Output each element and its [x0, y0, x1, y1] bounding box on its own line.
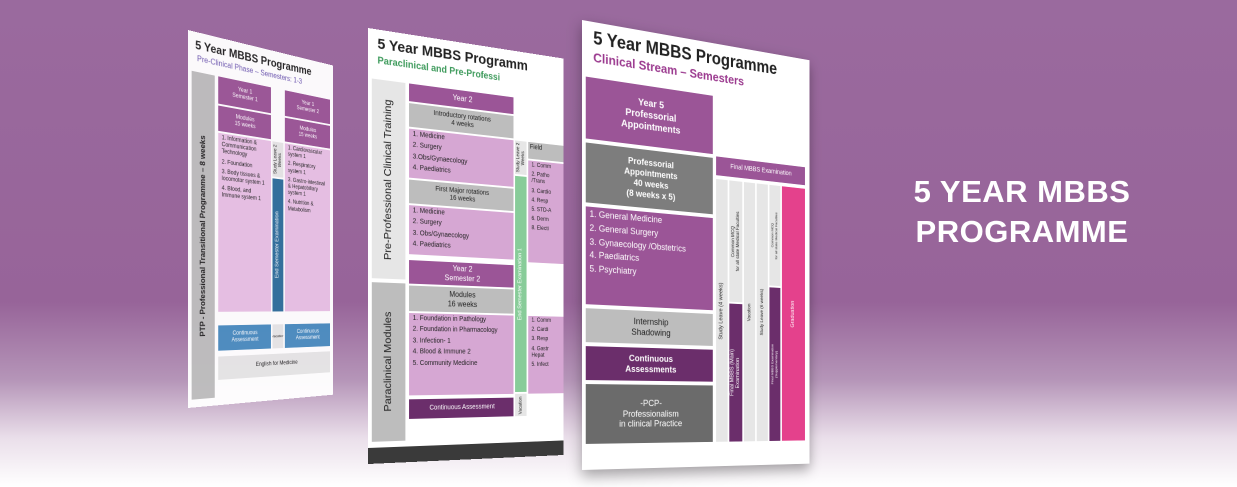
vacation-label: Vacation — [743, 182, 756, 442]
study-leave-4-weeks: Study Leave (4 weeks) — [716, 178, 728, 442]
module-list-right: 1. Comm 2. Cardi 3. Resp 4. Gastr Hepat 5. I… — [528, 315, 564, 394]
study-leave-label: Study Leave 2 Weeks — [515, 140, 527, 176]
list-item: 2. Patho /Trans — [531, 172, 550, 186]
sem1-module-list: 1. Information & Communication Technolog… — [218, 132, 271, 312]
list-item: 4. Blood & Immune 2 — [412, 348, 471, 356]
list-item: 5. STD-A — [531, 206, 552, 214]
pcp-professionalism: -PCP- Professionalism in clinical Practi… — [585, 384, 713, 444]
list-item: 2. Cardi — [531, 327, 549, 334]
list-item: 1. Foundation in Pathology — [412, 315, 487, 324]
list-item: 4. Resp — [531, 197, 549, 205]
list-item: 4. Blood, and Immune system 1 — [221, 185, 261, 203]
field-header: Field — [528, 141, 564, 163]
list-item: 1. Information & Communication Technolog… — [221, 135, 257, 159]
headline-line-1: 5 YEAR MBBS — [913, 174, 1131, 209]
internship-shadowing: Internship Shadowing — [585, 308, 713, 346]
year5-header: Year 5 Professorial Appointments — [585, 76, 713, 155]
final-mbbs-main-exam: Final MBBS (Main) Examination — [729, 303, 743, 442]
end-semester-exam: End Semester Examination — [272, 178, 284, 312]
list-item: 4. Nutrition & Metabolism — [287, 199, 314, 214]
paraclinical-side-label: Paraclinical Modules — [371, 282, 406, 442]
final-mbbs-supplementary: Final MBBS Examination (Supplementary) — [769, 287, 781, 441]
continuous-assessments: Continuous Assessments — [585, 346, 713, 382]
list-item: 3. Resp — [531, 336, 549, 343]
headline-line-2: PROGRAMME — [915, 214, 1129, 249]
list-item: 2. Respiratory system 1 — [287, 161, 316, 176]
year2-sem2-header: Year 2 Semester 2 — [409, 260, 514, 288]
ptp-side-label: PTP - Professional Transitional Programm… — [191, 70, 215, 400]
list-item: 5. Infect — [531, 362, 549, 368]
continuous-assessment-2: Continuous Assessment — [284, 323, 331, 348]
end-semester-exam-1: End Semester Examination 1 — [515, 175, 527, 393]
english-for-medicine: English for Medicine — [218, 351, 331, 380]
headline: 5 YEAR MBBS PROGRAMME — [892, 172, 1152, 252]
study-leave-label: Study Leave 2 Weeks — [272, 141, 284, 178]
slide2-footer-bar — [368, 440, 564, 464]
list-item: 3. Body tissues & locomotor system 1 — [221, 168, 265, 187]
modules-16-weeks: Modules 16 weeks — [409, 285, 514, 314]
graduation: Graduation — [781, 186, 805, 441]
slide-clinical: 5 Year MBBS Programme Clinical Stream – … — [582, 20, 810, 470]
list-item: 2. Foundation in Pharmacology — [412, 326, 498, 335]
list-item: 8. Electi — [531, 225, 549, 233]
common-mcq-2: Common MCQ for all state Medical Faculti… — [769, 184, 781, 287]
list-item: 1. Comm — [531, 317, 552, 324]
slide-paraclinical: 5 Year MBBS Programm Paraclinical and Pr… — [368, 28, 564, 464]
list-item: 4. Gastr Hepat — [531, 346, 549, 359]
vacation-label: Vacation — [515, 393, 527, 417]
professorial-appointments: Professorial Appointments 40 weeks (8 we… — [585, 142, 713, 215]
pre-professional-side-label: Pre-Professional Clinical Training — [371, 78, 406, 280]
slide-preclinical: 5 Year MBBS Programme Pre-Clinical Phase… — [188, 30, 333, 408]
continuous-assessment-1: Continuous Assessment — [218, 324, 271, 351]
list-item: 1. Comm — [531, 162, 552, 171]
list-item: 6. Derm — [531, 216, 549, 224]
common-mcq: Common MCQ for all state Medical Faculti… — [729, 180, 743, 303]
paraclinical-module-list: 1. Foundation in Pathology 2. Foundation … — [409, 313, 514, 396]
vacation-label: Vacation — [272, 324, 284, 349]
study-leave-6-weeks: Study Leave (6 weeks) — [756, 183, 768, 442]
list-item: 5. Community Medicine — [412, 359, 478, 367]
list-item: 3. Gastro-intestinal & Hepatobiliary sys… — [287, 177, 325, 198]
list-item: 3. Cardio — [531, 188, 552, 196]
list-item: 3. Infection- 1 — [412, 337, 451, 345]
continuous-assessment: Continuous Assessment — [409, 397, 514, 419]
